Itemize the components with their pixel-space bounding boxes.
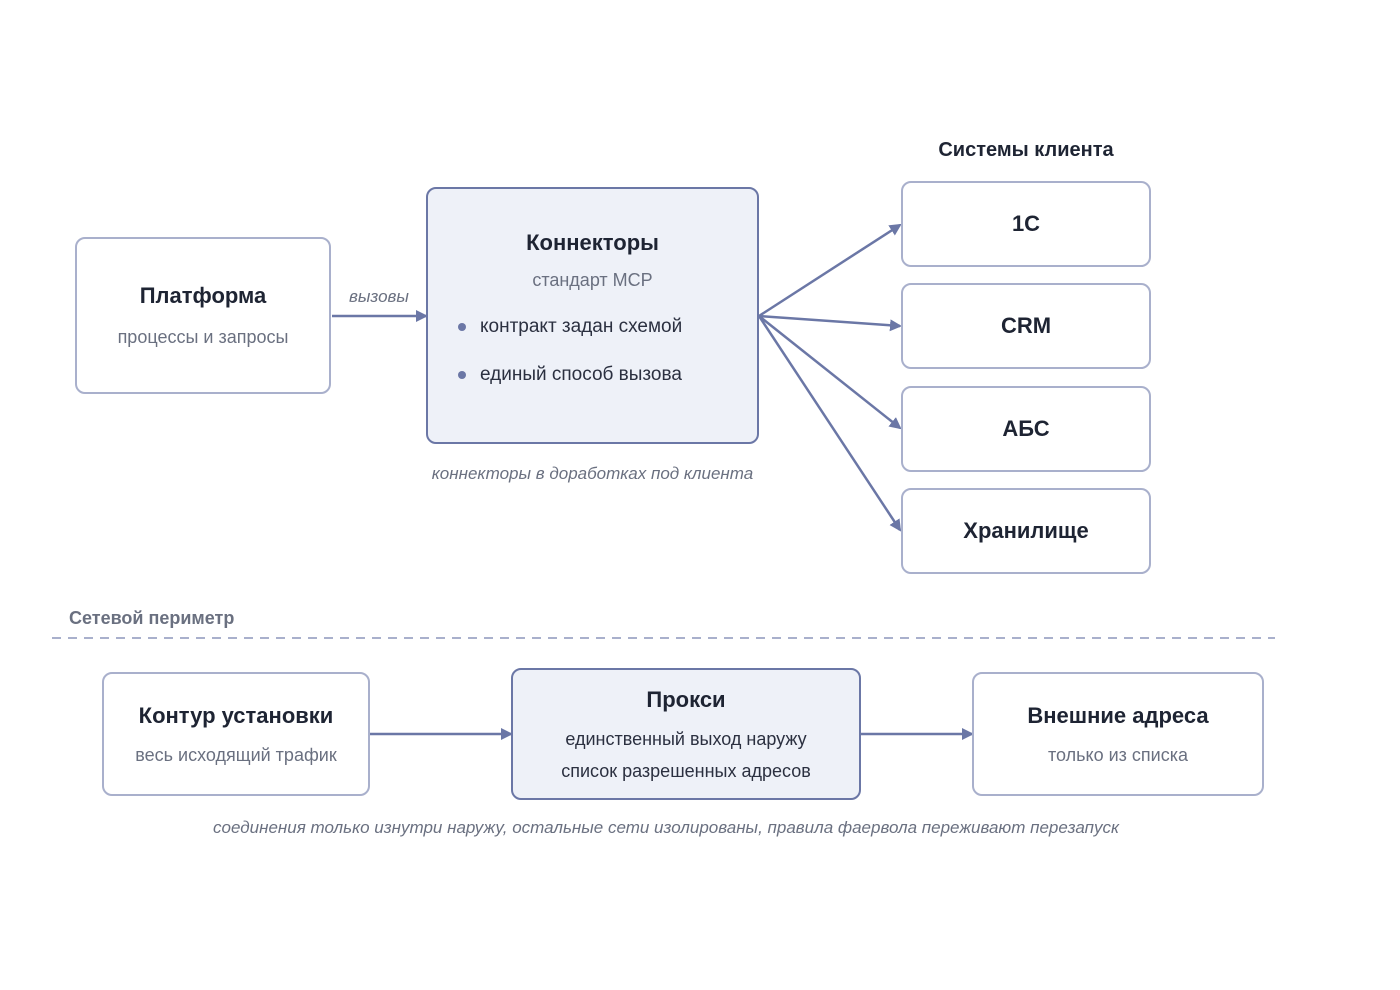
connectors-title: Коннекторы [526, 230, 659, 255]
platform-subtitle: процессы и запросы [117, 327, 289, 347]
system-storage: Хранилище [901, 488, 1151, 574]
system-1c: 1С [901, 181, 1151, 267]
arrow-to-1c [758, 223, 902, 318]
external-addresses-subtitle: только из списка [1047, 744, 1189, 765]
system-crm-label: CRM [1000, 313, 1052, 338]
arrow-to-abs [758, 315, 902, 430]
bullet-text: единый способ вызова [480, 364, 682, 385]
proxy-title: Прокси [646, 686, 726, 712]
bullet-text: контракт задан схемой [480, 316, 683, 337]
network-caption: соединения только изнутри наружу, осталь… [213, 818, 1119, 837]
external-addresses-title: Внешние адреса [1027, 702, 1209, 728]
install-contour-title: Контур установки [138, 702, 334, 728]
arrow-to-storage [757, 315, 902, 532]
system-crm: CRM [901, 283, 1151, 369]
install-contour-subtitle: весь исходящий трафик [135, 744, 337, 765]
connectors-box: Коннекторы стандарт MCP контракт задан с… [426, 187, 759, 444]
system-1c-label: 1С [1011, 211, 1041, 236]
system-abs: АБС [901, 386, 1151, 472]
external-addresses-box: Внешние адреса только из списка [972, 672, 1264, 796]
system-storage-label: Хранилище [963, 518, 1089, 543]
arrow-to-crm [758, 314, 902, 332]
network-perimeter-heading: Сетевой периметр [69, 608, 235, 628]
bullet-dot-icon [458, 323, 466, 331]
proxy-line: список разрешенных адресов [561, 760, 811, 781]
connectors-subtitle: стандарт MCP [532, 270, 653, 290]
bullet-item: единый способ вызова [458, 363, 682, 387]
system-abs-label: АБС [1002, 416, 1050, 441]
proxy-box: Прокси единственный выход наружу список … [511, 668, 861, 800]
proxy-line: единственный выход наружу [565, 728, 807, 749]
connectors-caption: коннекторы в доработках под клиента [431, 464, 754, 483]
platform-box: Платформа процессы и запросы [75, 237, 331, 394]
connectors-bullets: контракт задан схемой единый способ вызо… [458, 315, 682, 387]
platform-title: Платформа [139, 283, 267, 308]
bullet-dot-icon [458, 371, 466, 379]
bullet-item: контракт задан схемой [458, 315, 682, 339]
install-contour-box: Контур установки весь исходящий трафик [102, 672, 370, 796]
client-systems-heading: Системы клиента [938, 139, 1114, 161]
calls-label: вызовы [349, 287, 409, 306]
